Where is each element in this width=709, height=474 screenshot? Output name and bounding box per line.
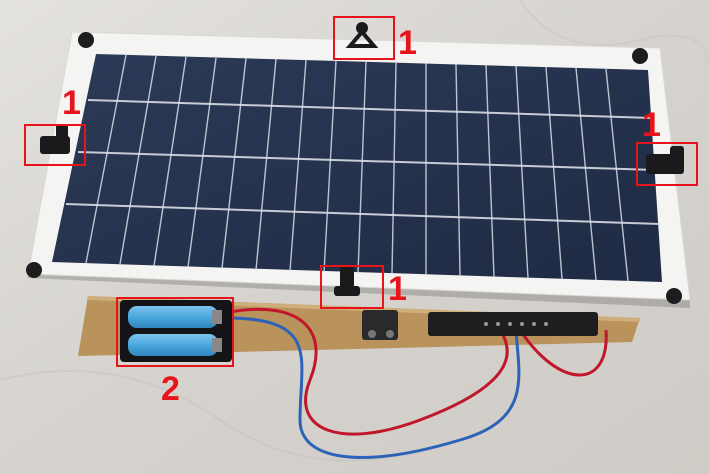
light-sensor-left xyxy=(40,124,70,154)
corner-bolt xyxy=(632,48,648,64)
light-sensor-bottom xyxy=(334,266,360,296)
callout-box-battery xyxy=(116,297,234,367)
red-wire xyxy=(229,307,509,436)
callout-number-left: 1 xyxy=(62,84,81,122)
blue-wire xyxy=(231,316,521,459)
corner-bolt xyxy=(78,32,94,48)
callout-box-bottom-sensor xyxy=(320,265,384,309)
corner-bolt xyxy=(26,262,42,278)
battery-cell xyxy=(128,334,218,356)
callout-number-battery: 2 xyxy=(161,370,180,408)
battery-cell xyxy=(128,306,218,328)
callout-box-right-sensor xyxy=(636,142,698,186)
light-sensor-top xyxy=(345,22,379,48)
callout-number-right: 1 xyxy=(642,106,661,144)
controller-board xyxy=(428,312,598,336)
callout-number-top: 1 xyxy=(398,24,417,62)
callout-number-bottom: 1 xyxy=(388,270,407,308)
solar-cell-grid xyxy=(52,54,662,282)
callout-box-top-sensor xyxy=(333,16,395,60)
callout-box-left-sensor xyxy=(24,124,86,166)
light-sensor-right xyxy=(646,146,684,174)
corner-bolt xyxy=(666,288,682,304)
